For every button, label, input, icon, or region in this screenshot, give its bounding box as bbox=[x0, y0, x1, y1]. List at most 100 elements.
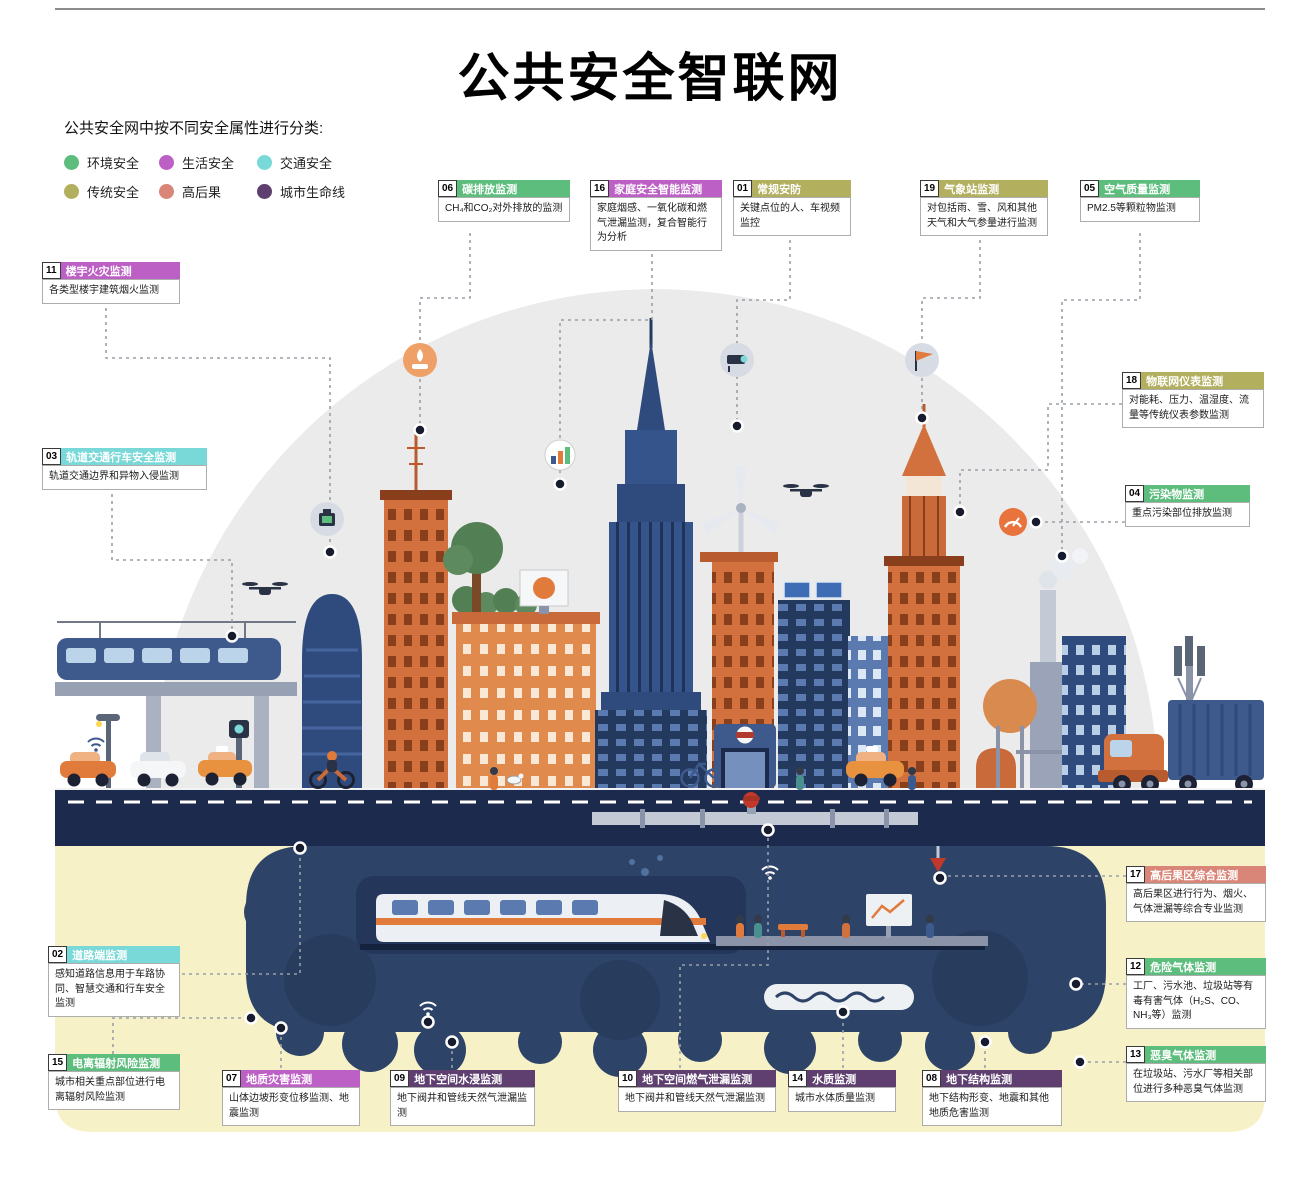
cell-tower bbox=[1174, 636, 1205, 726]
street-objects bbox=[60, 714, 916, 790]
callout-description: 在垃圾站、污水厂等相关部位进行多种恶臭气体监测 bbox=[1126, 1063, 1266, 1102]
gauge-icon bbox=[999, 508, 1027, 536]
callout-title: 高后果区综合监测 bbox=[1145, 866, 1266, 883]
motorbike bbox=[309, 751, 355, 789]
callout-description: 对能耗、压力、温湿度、流量等传统仪表参数监测 bbox=[1122, 389, 1264, 428]
callout-description: 地下阀井和管线天然气泄漏监测 bbox=[618, 1087, 776, 1112]
callout-title: 电离辐射风险监测 bbox=[67, 1054, 180, 1071]
sensor-icons bbox=[242, 343, 1027, 595]
pedestrian bbox=[796, 767, 804, 790]
info-board bbox=[866, 894, 912, 938]
callout-title: 污染物监测 bbox=[1144, 485, 1250, 502]
legend: 环境安全 生活安全 交通安全 传统安全 高后果 城市生命线 bbox=[64, 148, 377, 206]
passenger bbox=[926, 915, 934, 938]
callout-number: 16 bbox=[590, 180, 610, 197]
callout-title: 地下空间燃气泄漏监测 bbox=[637, 1070, 776, 1087]
car bbox=[60, 752, 116, 787]
passenger bbox=[736, 915, 744, 938]
sensor-dot bbox=[421, 1015, 435, 1029]
legend-label: 交通安全 bbox=[280, 156, 333, 171]
round-top-tower bbox=[302, 594, 362, 792]
battery-meter-icon bbox=[310, 502, 344, 536]
callout-description: 轨道交通边界和异物入侵监测 bbox=[42, 465, 207, 490]
callout-number: 02 bbox=[48, 946, 68, 963]
legend-dot-olive bbox=[64, 184, 79, 199]
callout-description: 城市相关重点部位进行电离辐射风险监测 bbox=[48, 1071, 180, 1110]
callout-description: 重点污染部位排放监测 bbox=[1125, 502, 1250, 527]
legend-label: 高后果 bbox=[182, 185, 222, 200]
legend-item-traditional: 传统安全 bbox=[64, 177, 159, 206]
legend-label: 传统安全 bbox=[87, 185, 140, 200]
callout-description: 对包括雨、雪、风和其他天气和大气参量进行监测 bbox=[920, 197, 1048, 236]
callout-description: 关键点位的人、车视频监控 bbox=[733, 197, 851, 236]
legend-label: 生活安全 bbox=[182, 156, 235, 171]
metro-train bbox=[376, 894, 710, 942]
callout-number: 04 bbox=[1125, 485, 1145, 502]
callout-number: 05 bbox=[1080, 180, 1100, 197]
callout-number: 06 bbox=[438, 180, 458, 197]
central-skyscraper bbox=[595, 318, 707, 792]
legend-label: 环境安全 bbox=[87, 156, 140, 171]
bench bbox=[778, 924, 808, 937]
callout-number: 08 bbox=[922, 1070, 942, 1087]
windsock-icon bbox=[905, 343, 939, 377]
callout-number: 01 bbox=[733, 180, 753, 197]
callout-number: 07 bbox=[222, 1070, 242, 1087]
underground bbox=[55, 846, 1265, 1132]
callout-title: 地下空间水浸监测 bbox=[409, 1070, 535, 1087]
callout-number: 10 bbox=[618, 1070, 638, 1087]
callout-number: 15 bbox=[48, 1054, 68, 1071]
taxi bbox=[198, 746, 252, 786]
callout-description: 城市水体质量监测 bbox=[788, 1087, 896, 1112]
callout-description: 地下结构形变、地震和其他地质危害监测 bbox=[922, 1087, 1062, 1126]
callout-title: 地质灾害监测 bbox=[241, 1070, 360, 1087]
callout-title: 物联网仪表监测 bbox=[1141, 372, 1264, 389]
callout-description: 感知道路信息用于车路协同、智慧交通和行车安全监测 bbox=[48, 963, 180, 1017]
taxi bbox=[846, 746, 904, 787]
callout-number: 17 bbox=[1126, 866, 1146, 883]
street-light bbox=[96, 714, 120, 788]
callout-number: 14 bbox=[788, 1070, 808, 1087]
water-pool bbox=[764, 984, 914, 1010]
hanging-sensor bbox=[930, 846, 946, 872]
car bbox=[130, 752, 186, 787]
garden-building bbox=[443, 522, 600, 792]
callout-description: 地下阀井和管线天然气泄漏监测 bbox=[390, 1087, 535, 1126]
top-divider bbox=[55, 8, 1265, 10]
page-title: 公共安全智联网 bbox=[457, 50, 843, 108]
callout-title: 碳排放监测 bbox=[457, 180, 570, 197]
callout-number: 09 bbox=[390, 1070, 410, 1087]
legend-item-environment: 环境安全 bbox=[64, 148, 159, 177]
callout-description: 工厂、污水池、垃圾站等有毒有害气体（H₂S、CO、NH₃等）监测 bbox=[1126, 975, 1266, 1029]
callout-number: 11 bbox=[42, 262, 61, 279]
callout-title: 恶臭气体监测 bbox=[1145, 1046, 1266, 1063]
callout-number: 13 bbox=[1126, 1046, 1146, 1063]
callout-description: 山体边坡形变位移监测、地震监测 bbox=[222, 1087, 360, 1126]
callout-number: 03 bbox=[42, 448, 62, 465]
pedestrian bbox=[490, 767, 498, 790]
wifi-signal-icon bbox=[87, 737, 105, 753]
callout-title: 轨道交通行车安全监测 bbox=[61, 448, 207, 465]
callout-description: CH₄和CO₂对外排放的监测 bbox=[438, 197, 570, 222]
callout-description: 高后果区进行行为、烟火、气体泄漏等综合专业监测 bbox=[1126, 883, 1266, 922]
legend-item-high-consequence: 高后果 bbox=[159, 177, 257, 206]
passenger bbox=[842, 915, 850, 938]
callout-number: 12 bbox=[1126, 958, 1146, 975]
callout-title: 楼宇火灾监测 bbox=[60, 262, 180, 279]
valve-icon bbox=[743, 792, 760, 814]
callout-title: 危险气体监测 bbox=[1145, 958, 1266, 975]
platform bbox=[716, 936, 988, 946]
metro-entrance bbox=[714, 724, 776, 788]
antenna-tower bbox=[380, 430, 452, 792]
callout-title: 地下结构监测 bbox=[941, 1070, 1062, 1087]
